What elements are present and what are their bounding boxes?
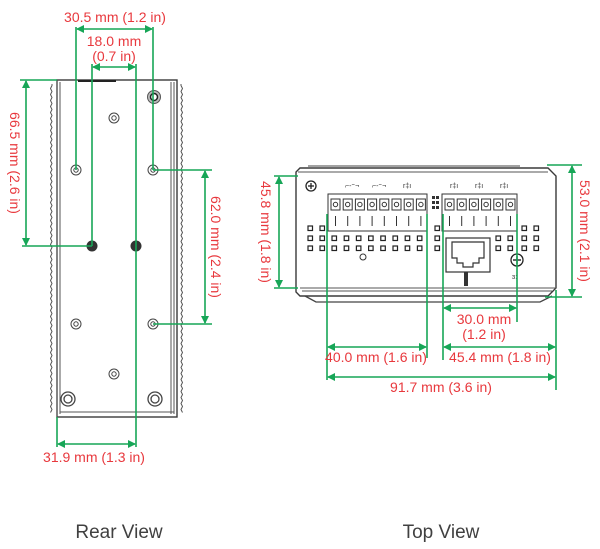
screw-icon — [108, 112, 120, 124]
right-section-width-label: 45.4 mm (1.8 in) — [449, 349, 551, 365]
screw-icon — [147, 391, 163, 407]
port-width-label-line2: (1.2 in) — [462, 326, 506, 342]
led-icon — [434, 225, 441, 232]
led-labels — [432, 196, 439, 209]
screw-icon — [60, 391, 76, 407]
led-icon — [434, 245, 441, 252]
terminal-screw-head — [446, 201, 453, 208]
top-left-height-label: 45.8 mm (1.8 in) — [258, 181, 274, 283]
screw-icon — [108, 368, 120, 380]
svg-text:r‡ı: r‡ı — [500, 183, 508, 190]
rear-top-width-label: 30.5 mm (1.2 in) — [64, 9, 166, 25]
led-icon — [319, 235, 326, 242]
led-indicators — [307, 225, 540, 252]
led-icon — [368, 245, 374, 252]
rear-dimension-lines — [20, 25, 212, 448]
led-icon — [521, 235, 528, 242]
led-icon — [404, 235, 411, 242]
led-icon — [507, 245, 514, 252]
led-icon — [507, 235, 514, 242]
terminal-block-right: r‡ı r‡ı r‡ı — [441, 183, 518, 232]
terminal-screw-head — [483, 201, 489, 208]
led-icon — [533, 235, 540, 242]
total-width-label: 91.7 mm (3.6 in) — [390, 379, 492, 395]
right-ridged-edge — [180, 84, 184, 413]
svg-text:ɜ:: ɜ: — [512, 274, 517, 281]
terminal-screw-head — [459, 201, 465, 208]
rear-view-caption: Rear View — [75, 522, 163, 543]
led-icon — [343, 245, 350, 252]
rear-inner-width-label-line2: (0.7 in) — [92, 48, 136, 64]
led-icon — [307, 235, 314, 242]
top-view-caption: Top View — [403, 522, 480, 543]
reset-button-icon — [359, 253, 367, 261]
rear-right-height-label: 62.0 mm (2.4 in) — [208, 196, 224, 298]
terminal-screw-head — [357, 201, 363, 208]
led-icon — [380, 245, 386, 252]
terminal-screw-head — [381, 201, 387, 208]
led-icon — [319, 225, 326, 232]
screw-icon — [147, 90, 161, 104]
led-icon — [434, 235, 441, 242]
led-icon — [521, 245, 528, 252]
top-dimension-lines — [274, 164, 582, 390]
rear-inner-width-label-line1: 18.0 mm — [87, 33, 141, 49]
left-ridged-edge — [49, 84, 53, 413]
terminal-screw-head — [332, 201, 339, 208]
led-icon — [521, 225, 528, 232]
led-icon — [307, 245, 314, 252]
terminal-screw-head — [393, 201, 400, 208]
rear-left-height-label: 66.5 mm (2.6 in) — [7, 112, 23, 214]
terminal-block-left: ⌐-⁼¬ ⌐-⁼¬ r‡ı — [327, 183, 428, 232]
terminal-screw-head — [418, 201, 424, 208]
led-icon — [380, 235, 386, 242]
svg-text:r‡ı: r‡ı — [475, 183, 483, 190]
terminal-screw-head — [369, 201, 375, 208]
led-icon — [495, 235, 502, 242]
led-icon — [355, 245, 362, 252]
port-width-label-line1: 30.0 mm — [457, 311, 511, 327]
led-icon — [416, 235, 423, 242]
led-icon — [319, 245, 326, 252]
led-icon — [392, 235, 399, 242]
led-icon — [307, 225, 314, 232]
led-icon — [331, 235, 338, 242]
top-right-height-label: 53.0 mm (2.1 in) — [577, 180, 593, 282]
top-view: ⌐-⁼¬ ⌐-⁼¬ r‡ı r‡ı r‡ı r‡ı — [258, 164, 593, 543]
led-icon — [331, 245, 338, 252]
svg-text:r‡ı: r‡ı — [403, 183, 411, 190]
led-icon — [368, 235, 374, 242]
led-icon — [343, 235, 350, 242]
rj45-port-icon — [445, 237, 491, 286]
terminal-screw-head — [471, 201, 477, 208]
left-section-width-label: 40.0 mm (1.6 in) — [325, 349, 427, 365]
rear-bottom-width-label: 31.9 mm (1.3 in) — [43, 449, 145, 465]
terminal-screw-head — [495, 201, 501, 208]
terminal-screw-head — [406, 201, 412, 208]
screw-icon — [70, 318, 82, 330]
terminal-screw-head — [345, 201, 351, 208]
rear-screws — [60, 90, 163, 407]
led-icon — [416, 245, 423, 252]
led-icon — [533, 225, 540, 232]
terminal-screw-head — [507, 201, 514, 208]
led-icon — [355, 235, 362, 242]
svg-text:⌐-⁼¬: ⌐-⁼¬ — [372, 183, 386, 190]
svg-text:r‡ı: r‡ı — [450, 183, 458, 190]
led-icon — [404, 245, 411, 252]
ground-screw-icon — [305, 180, 317, 192]
rear-view-enclosure — [49, 79, 184, 418]
led-icon — [533, 245, 540, 252]
led-icon — [392, 245, 399, 252]
led-icon — [495, 245, 502, 252]
rear-view: 30.5 mm (1.2 in) 18.0 mm (0.7 in) 66.5 m… — [7, 9, 224, 543]
svg-text:⌐-⁼¬: ⌐-⁼¬ — [345, 183, 359, 190]
